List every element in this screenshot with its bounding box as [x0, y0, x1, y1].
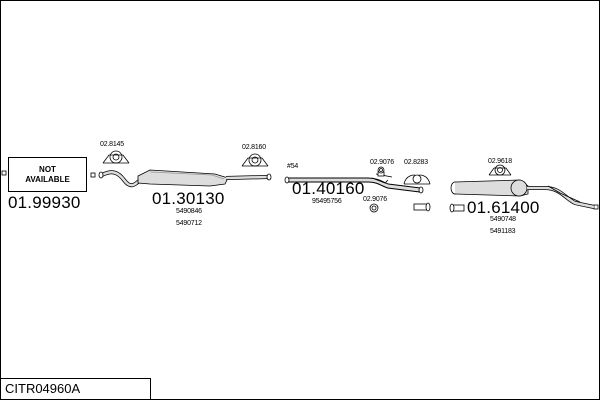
clamp-number-label: 02.8160	[242, 144, 266, 151]
clamp-icon	[403, 174, 431, 185]
clamp-icon	[488, 164, 512, 176]
rear-silencer-part	[450, 179, 595, 209]
gasket-icon	[377, 166, 385, 174]
connector-marker-right	[593, 204, 599, 210]
clamp-number-label: 02.9076	[370, 159, 394, 166]
part-number-label: 01.61400	[467, 198, 540, 217]
clamp-icon	[241, 153, 269, 167]
connector-marker-mid	[90, 172, 96, 178]
reference-number-label: 5490748	[490, 216, 516, 223]
connector-marker-left	[1, 170, 7, 176]
intermediate-pipe-part	[284, 171, 424, 194]
not-available-line1: NOT	[39, 164, 56, 174]
part-number-label: 01.40160	[292, 179, 365, 198]
clamp-icon	[102, 150, 130, 164]
clamp-number-label: 02.9618	[488, 158, 512, 165]
reference-number-label: 5490712	[176, 220, 202, 227]
reference-number-label: 5490846	[176, 208, 202, 215]
part-number-label: 01.30130	[152, 189, 225, 208]
pipe-piece-icon	[413, 202, 431, 212]
clamp-number-label: 02.9076	[363, 196, 387, 203]
kit-code-box: CITR04960A	[0, 378, 151, 400]
reference-number-label: 5491183	[490, 228, 516, 235]
clamp-number-label: 02.8145	[100, 141, 124, 148]
tailpipe-piece-icon	[449, 203, 465, 213]
not-available-box: NOT AVAILABLE	[8, 157, 87, 192]
clamp-number-label: 02.8283	[404, 159, 428, 166]
gasket-icon	[369, 203, 379, 213]
reference-number-label: 95495756	[312, 198, 342, 205]
not-available-line2: AVAILABLE	[25, 174, 70, 184]
part-number-label: 01.99930	[8, 193, 81, 212]
pipe-marker-label: #54	[287, 163, 299, 170]
front-pipe-silencer-part	[98, 169, 272, 188]
